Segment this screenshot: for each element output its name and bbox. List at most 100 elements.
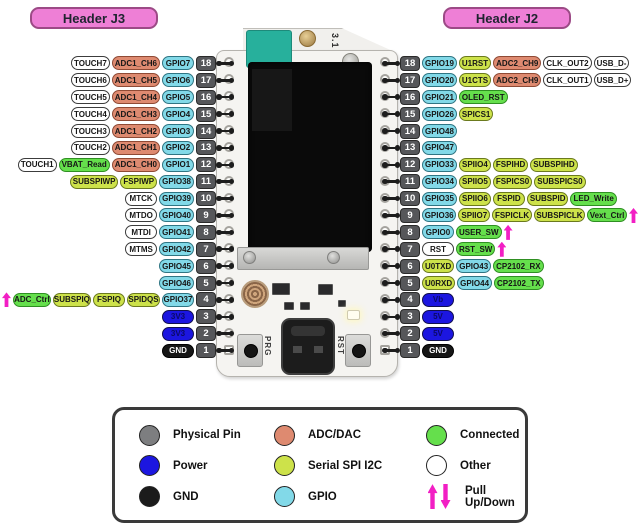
screw-icon — [243, 251, 256, 264]
pin-connector-line — [382, 111, 400, 117]
pin-label-subspiclk: SUBSPICLK — [533, 208, 586, 223]
pin-number-badge: 1 — [196, 343, 216, 359]
pin-label-subspiwp: SUBSPIWP — [69, 174, 119, 189]
screw-icon — [327, 251, 340, 264]
pin-label-spidqs: SPIDQS — [126, 292, 160, 307]
pin-label-adc1_ch3: ADC1_CH3 — [111, 107, 160, 122]
pin-connector-line — [382, 179, 400, 184]
pin-label-rst_sw: RST_SW — [456, 242, 496, 257]
smd-component — [272, 283, 290, 295]
pin-label-clk_out2: CLK_OUT2 — [543, 56, 592, 71]
pin-label-adc1_ch1: ADC1_CH1 — [111, 140, 160, 155]
legend-item-serial-spi-i2c: Serial SPI I2C — [274, 451, 426, 482]
pin-label-touch4: TOUCH4 — [71, 107, 110, 122]
legend-item-gpio: GPIO — [274, 481, 426, 512]
legend-color-swatch — [139, 424, 160, 446]
pin-number-badge: 15 — [400, 106, 420, 122]
pin-label-gpio5: GPIO5 — [162, 90, 194, 105]
pin-connector-line — [382, 60, 400, 66]
pin-label-gpio41: GPIO41 — [159, 225, 194, 240]
pin-number-badge: 11 — [400, 174, 420, 190]
pin-number-badge: 10 — [196, 191, 216, 207]
pin-label-vbat_read: VBAT_Read — [58, 157, 110, 172]
pin-connector-line — [216, 128, 234, 134]
legend-item-connected: Connected — [426, 420, 519, 451]
pin-label-gpio45: GPIO45 — [159, 259, 194, 274]
rst-button[interactable] — [345, 334, 371, 367]
pin-label-led_write: LED_Write — [570, 191, 617, 206]
board-version-text: 3.1 — [330, 33, 340, 49]
pin-label-gpio38: GPIO38 — [159, 174, 194, 189]
pin-label-gpio46: GPIO46 — [159, 276, 194, 291]
pin-label-mtms: MTMS — [125, 242, 158, 257]
pin-connector-line — [382, 196, 400, 201]
pin-label-touch6: TOUCH6 — [71, 73, 110, 88]
pin-number-badge: 13 — [400, 140, 420, 156]
pin-connector-line — [216, 196, 234, 201]
pin-label-gpio21: GPIO21 — [422, 90, 457, 105]
pin-connector-line — [216, 331, 234, 336]
legend-item-other: Other — [426, 451, 519, 482]
pin-connector-line — [382, 77, 400, 83]
pin-label-spiio6: SPIIO6 — [458, 191, 491, 206]
pin-connector-line — [216, 94, 234, 100]
pin-connector-line — [382, 145, 400, 150]
pin-number-badge: 1 — [400, 343, 420, 359]
legend-label: Pull Up/Down — [465, 484, 515, 509]
header-j3-title: Header J3 — [30, 7, 158, 29]
legend-label: Other — [460, 459, 491, 472]
pin-label-adc1_ch2: ADC1_CH2 — [111, 124, 160, 138]
usb-solder-pad — [293, 346, 302, 353]
pin-label-fspiclk: FSPICLK — [492, 208, 532, 223]
pin-connector-line — [382, 162, 400, 167]
pin-label-adc1_ch5: ADC1_CH5 — [111, 73, 160, 88]
pin-label-gpio34: GPIO34 — [422, 174, 457, 189]
rst-button-cap[interactable] — [352, 344, 366, 358]
pin-label-u1rst: U1RST — [458, 56, 492, 71]
pin-label-fspics0: FSPICS0 — [492, 174, 533, 189]
pin-connector-line — [216, 212, 234, 218]
pin-label-usb_d-: USB_D- — [593, 56, 630, 71]
pin-number-badge: 6 — [196, 258, 216, 274]
legend-label: ADC/DAC — [308, 429, 362, 442]
pin-label-gpio20: GPIO20 — [422, 73, 457, 88]
pin-label-gpio19: GPIO19 — [422, 56, 457, 71]
pin-label-touch2: TOUCH2 — [71, 140, 110, 155]
legend-item-pull-up-down: Pull Up/Down — [426, 481, 519, 512]
pull-up-arrow-icon — [497, 241, 507, 257]
pin-label-gpio33: GPIO33 — [422, 157, 457, 172]
prg-button[interactable] — [237, 334, 263, 367]
pin-label-mtck: MTCK — [125, 191, 158, 206]
pin-connector-line — [216, 145, 234, 150]
pin-label-user_sw: USER_SW — [456, 225, 502, 240]
usb-solder-pad — [314, 346, 323, 353]
legend-color-swatch — [139, 486, 160, 508]
prg-button-cap[interactable] — [244, 344, 258, 358]
legend-item-gnd: GND — [139, 481, 274, 512]
